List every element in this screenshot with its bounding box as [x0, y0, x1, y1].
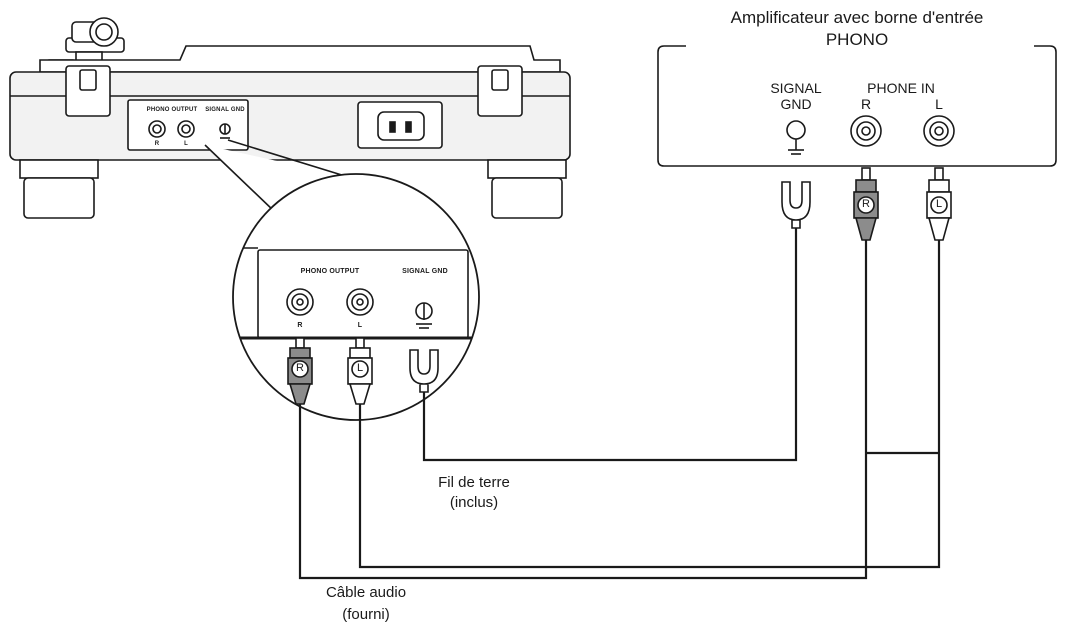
- amp-plug-right-mark: R: [862, 198, 870, 210]
- amp-left-label: L: [935, 96, 943, 112]
- zoom-phono-jack-left: [346, 288, 374, 316]
- zoom-phono-jack-right: [286, 288, 314, 316]
- amp-plug-left-mark: L: [935, 198, 943, 210]
- amp-spade-lug: [781, 181, 811, 229]
- amp-right-label: R: [860, 96, 872, 112]
- dust-cover: [39, 45, 561, 73]
- amplifier-box: [657, 45, 1057, 167]
- small-ground-terminal: [219, 123, 231, 139]
- ground-wire-label-line2: (inclus): [449, 494, 499, 511]
- ground-wire-label-line1: Fil de terre: [438, 474, 510, 491]
- hinge-right: [477, 65, 523, 117]
- audio-cable-label-line2: (fourni): [342, 606, 390, 623]
- amp-ground-terminal: [786, 120, 806, 155]
- zoom-signal-gnd-label: SIGNAL GND: [402, 268, 448, 275]
- amp-phono-jack-right: [850, 115, 882, 147]
- audio-cable-left-path: [358, 240, 941, 569]
- foot-left-upper: [19, 159, 99, 179]
- turntable-plug-left-mark: L: [356, 362, 364, 374]
- foot-left: [23, 177, 95, 219]
- zoom-right-label: R: [297, 322, 303, 329]
- turntable-rca-plug-left: [347, 337, 373, 405]
- amp-signal-gnd-line2: GND: [780, 96, 812, 112]
- small-phono-jack-left: [177, 120, 195, 138]
- turntable: [9, 17, 571, 219]
- amp-title-line2: PHONO: [825, 30, 889, 49]
- audio-cable-right-path: [298, 240, 868, 580]
- cables: [298, 224, 941, 580]
- small-signal-gnd-label: SIGNAL GND: [205, 107, 245, 113]
- small-phono-jack-right: [148, 120, 166, 138]
- amp-rca-plug-left: [926, 167, 952, 241]
- amp-title-line1: Amplificateur avec borne d'entrée: [730, 8, 984, 27]
- audio-cable-label-line1: Câble audio: [325, 584, 407, 601]
- amp-phono-jack-left: [923, 115, 955, 147]
- zoom-left-label: L: [357, 322, 363, 329]
- hinge-left: [65, 65, 111, 117]
- turntable-rca-plug-right: [287, 337, 313, 405]
- amp-phone-in-label: PHONE IN: [867, 80, 935, 96]
- foot-right: [491, 177, 563, 219]
- amp-rca-plug-right: [853, 167, 879, 241]
- small-left-label: L: [184, 141, 188, 147]
- small-phono-output-label: PHONO OUTPUT: [146, 107, 198, 113]
- turntable-plug-right-mark: R: [296, 362, 304, 374]
- ac-inlet: [357, 101, 443, 149]
- small-right-label: R: [154, 141, 160, 147]
- turntable-spade-lug: [409, 349, 439, 393]
- amp-signal-gnd-line1: SIGNAL: [770, 80, 822, 96]
- foot-right-upper: [487, 159, 567, 179]
- ground-wire-path: [422, 224, 798, 462]
- zoom-phono-output-label: PHONO OUTPUT: [300, 268, 360, 275]
- zoom-ground-terminal: [415, 302, 433, 329]
- zoom-callout: [204, 139, 346, 213]
